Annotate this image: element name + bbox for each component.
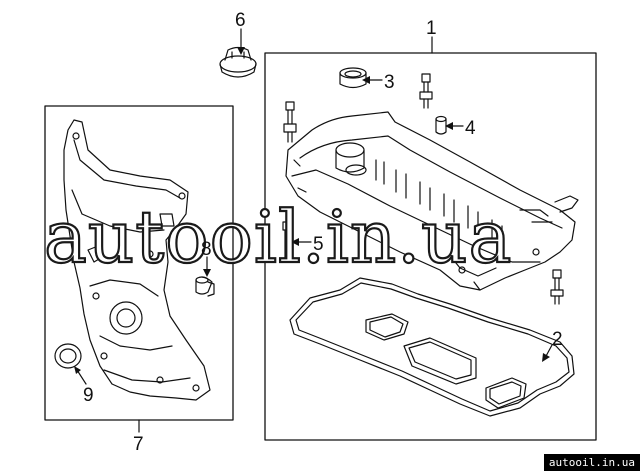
arrow-9: [74, 366, 81, 374]
crankshaft-seal: [54, 343, 82, 369]
stud-bolt-top: [419, 73, 433, 109]
valve-cover: [285, 111, 579, 291]
bushing: [195, 276, 215, 297]
oil-filler-cap: [219, 46, 257, 78]
stud-bolt-right: [550, 269, 564, 305]
watermark-text: autooil.in.ua: [44, 195, 512, 279]
callout-4: 4: [465, 118, 476, 139]
stud-bolt-left: [283, 101, 297, 143]
callout-1: 1: [426, 18, 437, 39]
valve-cover-gasket: [289, 277, 575, 417]
arrow-6: [237, 47, 245, 55]
leader-9: [76, 369, 87, 385]
stud-bolt-5: [282, 221, 292, 259]
group-box-valve-cover: [264, 52, 597, 441]
callout-6: 6: [235, 10, 246, 31]
grommet: [435, 115, 447, 135]
callout-8: 8: [201, 239, 212, 260]
callout-9: 9: [83, 385, 94, 406]
callout-2: 2: [552, 329, 563, 350]
seal-ring: [339, 67, 367, 89]
arrow-4: [445, 122, 453, 130]
callout-3: 3: [384, 72, 395, 93]
arrow-5: [291, 238, 299, 246]
arrow-3: [362, 76, 370, 84]
timing-cover: [63, 119, 211, 401]
arrow-2: [542, 353, 550, 362]
arrow-8: [203, 269, 211, 277]
callout-7: 7: [133, 434, 144, 455]
site-tag: autooil.in.ua: [543, 454, 640, 471]
callout-5: 5: [313, 234, 324, 255]
